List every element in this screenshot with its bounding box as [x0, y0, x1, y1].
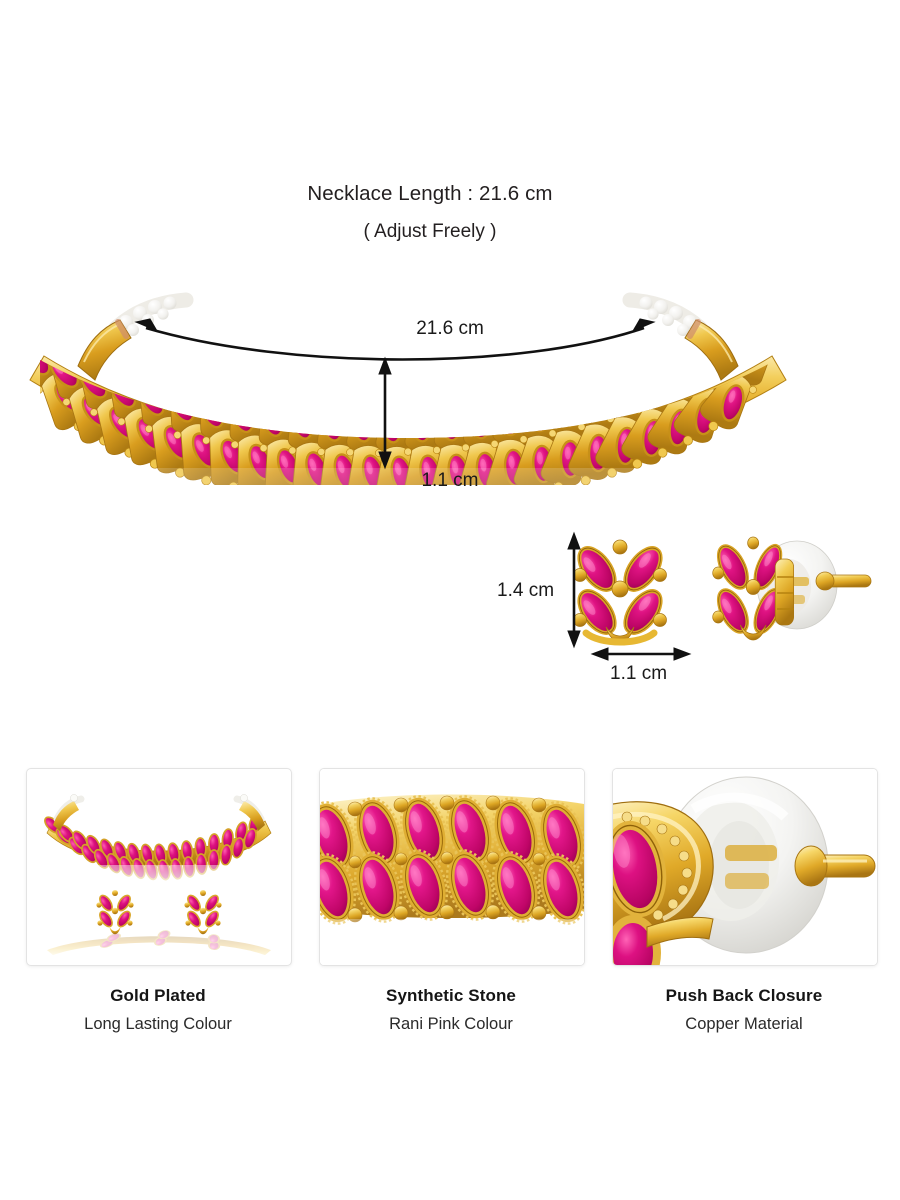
feature-card-gold-plated: Gold Plated Long Lasting Colour [26, 768, 292, 1034]
necklace-illustration [0, 270, 900, 520]
feature-card-title: Gold Plated [110, 986, 206, 1005]
card3-earring-body [613, 801, 714, 965]
necklace-left-cord [77, 292, 194, 381]
feature-card-title: Push Back Closure [665, 986, 823, 1005]
feature-card-push-back-closure: Push Back Closure Copper Material [612, 768, 878, 1034]
earring-height-dimension-arrow [567, 531, 581, 649]
necklace-height-dimension-label: 1.1 cm [421, 470, 479, 491]
stone-closeup-photo [319, 768, 585, 966]
necklace-length-dimension-arrow [134, 318, 656, 361]
feature-card-subtitle: Copper Material [685, 1015, 803, 1033]
push-back-closure-photo [612, 768, 878, 966]
push-back-closure-graphic [613, 769, 877, 965]
necklace-length-heading: Necklace Length : 21.6 cm [307, 182, 553, 205]
earring-width-dimension-arrow [590, 647, 692, 661]
feature-card-subtitle: Long Lasting Colour [84, 1015, 232, 1033]
feature-card-subtitle: Rani Pink Colour [389, 1015, 513, 1033]
header-block: Necklace Length : 21.6 cm ( Adjust Freel… [0, 182, 900, 242]
full-jewellery-set-photo [26, 768, 292, 966]
stone-closeup-graphic [320, 769, 584, 965]
necklace-band [29, 355, 787, 485]
earring-graphic [567, 531, 872, 661]
feature-card-title: Synthetic Stone [386, 986, 516, 1005]
feature-card-synthetic-stone: Synthetic Stone Rani Pink Colour [319, 768, 585, 1034]
earring-front-view [572, 539, 667, 646]
necklace-height-dimension-arrow [378, 356, 392, 470]
full-set-graphic [27, 794, 291, 956]
earring-illustration [480, 515, 900, 695]
feature-cards-row: Gold Plated Long Lasting Colour [26, 768, 878, 1034]
necklace-graphic [0, 292, 900, 520]
card1-necklace [39, 794, 272, 882]
necklace-right-cord [622, 292, 739, 381]
earring-height-dimension-label: 1.4 cm [497, 580, 555, 601]
adjust-freely-note: ( Adjust Freely ) [363, 220, 497, 242]
necklace-length-dimension-label: 21.6 cm [416, 318, 484, 339]
card1-earring-right [184, 890, 222, 935]
necklace-reflection [0, 468, 900, 520]
earring-width-dimension-label: 1.1 cm [610, 663, 668, 684]
earring-back-view [710, 536, 872, 641]
card3-gold-post [794, 845, 876, 887]
card1-earring-left [96, 890, 134, 935]
